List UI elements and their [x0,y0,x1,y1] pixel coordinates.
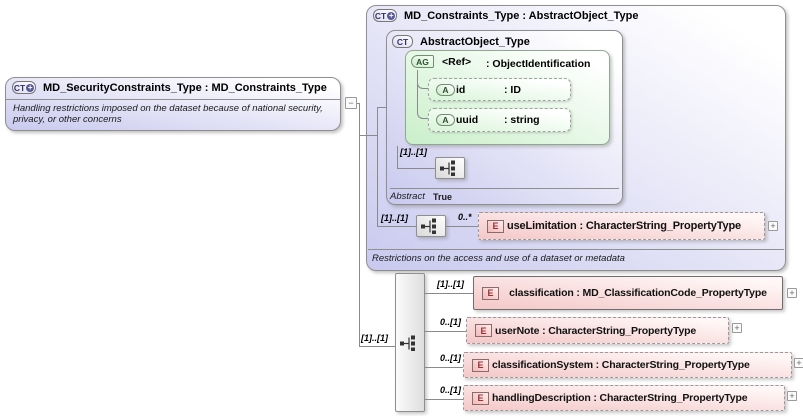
element-uselimitation-label: useLimitation : CharacterString_Property… [507,220,742,232]
root-box-title: MD_SecurityConstraints_Type : MD_Constra… [43,81,327,94]
root-complextype-box[interactable]: CT+ MD_SecurityConstraints_Type : MD_Con… [5,77,341,131]
connector-line [359,135,377,136]
collapse-toggle[interactable]: − [345,97,357,109]
root-box-annotation: Handling restrictions imposed on the dat… [13,103,323,125]
connector-line [446,226,478,227]
connector-line [425,331,466,332]
complex-type-icon: CT+ [373,9,397,22]
connector-line [377,107,378,226]
element-classification-label: classification : MD_ClassificationCode_P… [509,286,767,299]
abstractobject-box-header: CT AbstractObject_Type [392,35,530,48]
expand-toggle[interactable]: + [787,391,797,401]
root-box-separator [6,99,340,100]
expand-toggle[interactable]: + [794,358,803,368]
element-classification[interactable]: E classification : MD_ClassificationCode… [473,276,783,310]
attribute-icon: A [436,114,455,126]
occurs-label: 0..* [458,212,472,222]
abstractobject-box-title: AbstractObject_Type [420,35,530,48]
occurs-label: 0..[1] [440,385,462,395]
sequence-compositor-icon[interactable] [416,215,446,237]
derived-plus-icon: + [26,82,35,92]
facts-separator [390,188,619,189]
element-handlingdescription[interactable]: E handlingDescription : CharacterString_… [463,385,785,411]
attribute-icon: A [436,83,455,96]
cardinality-label: [1]..[1] [400,147,427,157]
root-box-header: CT+ MD_SecurityConstraints_Type : MD_Con… [12,81,327,94]
element-handlingdescription-label: handlingDescription : CharacterString_Pr… [492,392,748,404]
occurs-label: 0..[1] [440,317,462,327]
attribute-id-name: id [456,83,466,96]
connector-line [356,103,360,104]
sequence-compositor-icon[interactable] [435,157,465,179]
connector-line [425,367,463,368]
element-uselimitation[interactable]: E useLimitation : CharacterString_Proper… [478,212,765,240]
base-box-header: CT+ MD_Constraints_Type : AbstractObject… [373,9,639,22]
sequence-glyph [421,218,436,234]
occurs-label: [1]..[1] [437,279,464,289]
element-classificationsystem[interactable]: E classificationSystem : CharacterString… [463,352,792,378]
connector-line [397,146,398,168]
ct-icon-label: CT [374,10,387,21]
connector-line [377,226,416,227]
occurs-label: 0..[1] [440,353,462,363]
attribute-id[interactable]: A id : ID [428,78,571,101]
base-box-title: MD_Constraints_Type : AbstractObject_Typ… [404,9,639,22]
complex-type-icon: CT [392,35,413,48]
element-icon: E [487,219,504,233]
element-icon: E [475,324,492,337]
element-usernote[interactable]: E userNote : CharacterString_PropertyTyp… [466,317,729,344]
attribute-uuid[interactable]: A uuid : string [428,108,571,132]
expand-toggle[interactable]: + [732,323,742,333]
attribute-uuid-type: : string [504,114,540,126]
expand-toggle[interactable]: + [787,288,797,298]
connector-line [425,399,463,400]
element-icon: E [472,358,489,372]
attribute-group-icon: AG [411,55,434,68]
attribute-id-type: : ID [504,83,521,96]
base-annotation-separator [368,249,784,250]
sequence-compositor-bar[interactable] [395,273,425,412]
attribute-uuid-name: uuid [456,114,479,126]
element-classificationsystem-label: classificationSystem : CharacterString_P… [492,359,750,371]
sequence-glyph [400,335,415,351]
base-box-annotation: Restrictions on the access and use of a … [372,253,625,264]
expand-toggle[interactable]: + [768,221,778,231]
complex-type-icon: CT+ [12,81,36,94]
sequence-glyph [440,160,455,176]
element-usernote-label: userNote : CharacterString_PropertyType [495,324,697,337]
connector-line [377,107,386,108]
attribute-group-name: <Ref> [442,55,472,68]
ct-icon-label: CT [13,82,26,93]
connector-line [397,168,435,169]
cardinality-label: [1]..[1] [361,333,388,343]
derived-plus-icon: + [387,10,396,20]
connector-line [425,293,473,294]
cardinality-label: [1]..[1] [381,213,408,223]
attribute-group-type: : ObjectIdentification [486,58,591,70]
connector-line [359,346,395,347]
attr-connector [417,70,428,119]
fact-abstract-value: True [433,192,453,202]
fact-abstract-label: Abstract [390,191,425,202]
connector-line [359,103,360,346]
element-icon: E [482,286,499,300]
element-icon: E [472,391,489,405]
attribute-group-header: AG <Ref> [411,55,471,68]
ct-icon-label: CT [396,36,409,47]
